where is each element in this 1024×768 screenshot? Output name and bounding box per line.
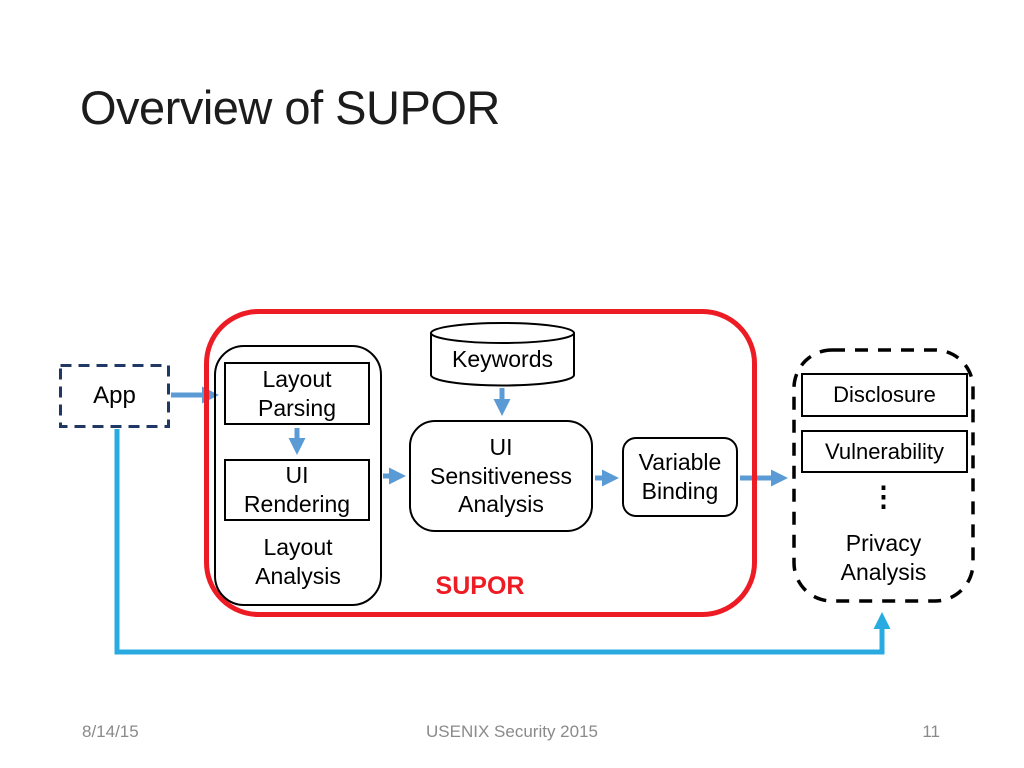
app-label: App [93, 382, 136, 410]
app-node: App [59, 364, 170, 428]
keywords-text: Keywords [452, 345, 553, 372]
supor-text: SUPOR [435, 571, 525, 600]
supor-label: SUPOR [405, 571, 555, 601]
layout-parsing-node: Layout Parsing [224, 362, 370, 425]
vulnerability-label: Vulnerability [824, 438, 945, 464]
privacy-analysis-label-line1: Privacy [845, 530, 922, 557]
disclosure-node: Disclosure [801, 373, 968, 417]
ui-rendering-label-line2: Rendering [243, 491, 351, 517]
vulnerability-node: Vulnerability [801, 430, 968, 473]
ellipsis-glyph: ⋮ [869, 481, 898, 512]
variable-binding-label-line1: Variable [638, 449, 722, 476]
slide-title: Overview of SUPOR [80, 81, 500, 134]
disclosure-label: Disclosure [833, 382, 936, 408]
footer-page-number: 11 [922, 722, 940, 741]
layout-parsing-label-line2: Parsing [258, 394, 336, 421]
privacy-analysis-label-line2: Analysis [840, 559, 927, 585]
ui-rendering-label-line1: UI [285, 462, 309, 489]
ui-rendering-node: UI Rendering [224, 459, 370, 521]
variable-binding-label-line2: Binding [641, 478, 719, 504]
privacy-analysis-label: Privacy Analysis [793, 527, 974, 589]
ui-sensitiveness-label-line3: Analysis [458, 491, 544, 518]
layout-analysis-label-line2: Analysis [255, 563, 341, 589]
more-analyses-ellipsis-icon: ⋮ [793, 479, 974, 515]
layout-analysis-label: Layout Analysis [216, 531, 380, 593]
ui-sensitiveness-label-line1: UI [489, 434, 513, 461]
ui-sensitiveness-analysis-node: UI Sensitiveness Analysis [409, 420, 593, 532]
ui-sensitiveness-label-line2: Sensitiveness [430, 462, 572, 489]
layout-analysis-label-line1: Layout [263, 534, 333, 561]
footer-date: 8/14/15 [82, 722, 139, 741]
footer-venue: USENIX Security 2015 [426, 722, 598, 741]
keywords-label: Keywords [430, 344, 575, 374]
variable-binding-node: Variable Binding [622, 437, 738, 517]
layout-parsing-label-line1: Layout [262, 365, 332, 392]
